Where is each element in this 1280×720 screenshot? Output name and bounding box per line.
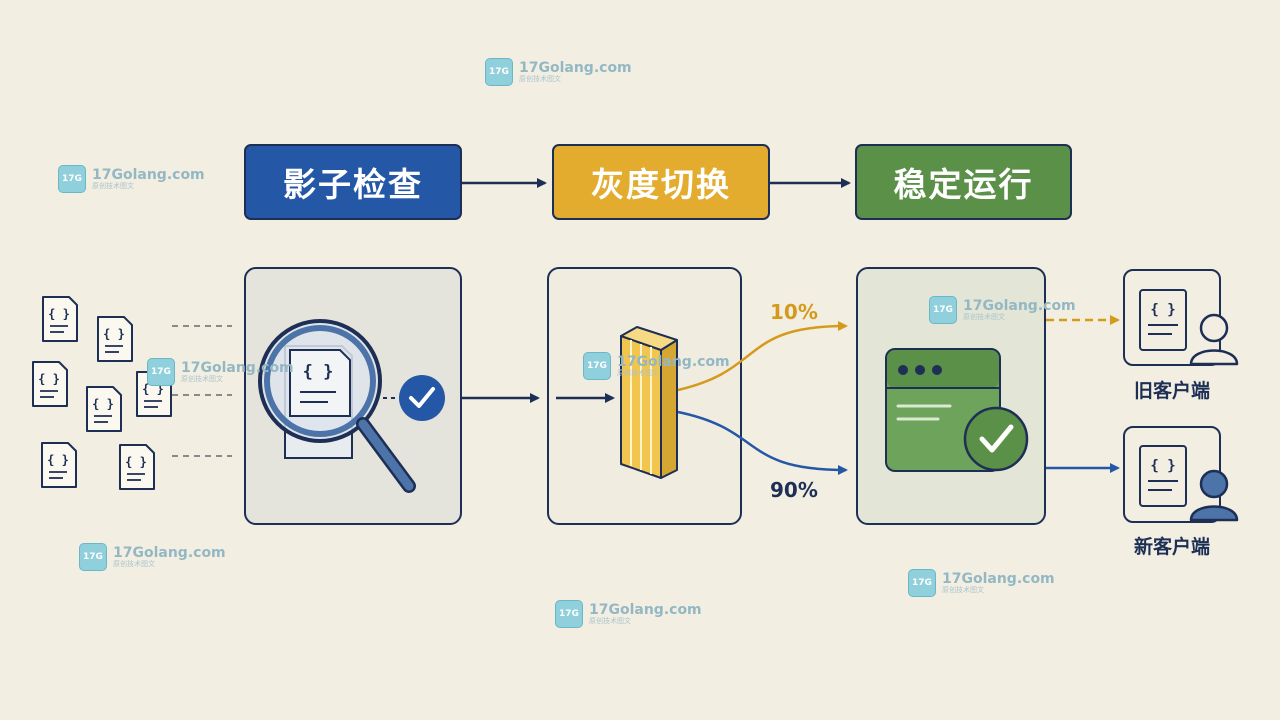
success-check-icon xyxy=(963,406,1029,472)
watermark-logo-icon: 17G xyxy=(929,296,957,324)
svg-text:{ }: { } xyxy=(1150,302,1175,318)
stage-shadow-check: 影子检查 xyxy=(244,144,462,220)
new-traffic-percent: 90% xyxy=(770,478,818,502)
svg-text:{ }: { } xyxy=(1150,458,1175,474)
old-client-label: 旧客户端 xyxy=(1133,380,1210,402)
input-doc-icon xyxy=(119,444,155,490)
stage-gray-switch: 灰度切换 xyxy=(552,144,770,220)
watermark-logo-icon: 17G xyxy=(583,352,611,380)
split-line-new xyxy=(677,410,848,475)
watermark-logo-icon: 17G xyxy=(555,600,583,628)
watermark-logo-icon: 17G xyxy=(147,358,175,386)
magnifier-icon: { } xyxy=(258,319,416,493)
watermark-logo-icon: 17G xyxy=(485,58,513,86)
input-doc-icon xyxy=(97,316,133,362)
old-traffic-percent: 10% xyxy=(770,300,818,324)
input-doc-icon xyxy=(41,442,77,488)
old-client-icon: { } xyxy=(1123,269,1239,366)
new-client-icon: { } xyxy=(1123,426,1239,523)
input-doc-icon xyxy=(86,386,122,432)
traffic-gate-icon xyxy=(620,326,678,479)
watermark-logo-icon: 17G xyxy=(908,569,936,597)
check-badge-icon xyxy=(399,375,445,421)
svg-text:{ }: { } xyxy=(303,362,334,382)
stage-stable-run: 稳定运行 xyxy=(855,144,1072,220)
input-doc-icon xyxy=(42,296,78,342)
watermark-logo-icon: 17G xyxy=(58,165,86,193)
input-doc-icon xyxy=(32,361,68,407)
split-line-old xyxy=(677,321,848,392)
watermark-logo-icon: 17G xyxy=(79,543,107,571)
new-client-label: 新客户端 xyxy=(1133,536,1210,558)
